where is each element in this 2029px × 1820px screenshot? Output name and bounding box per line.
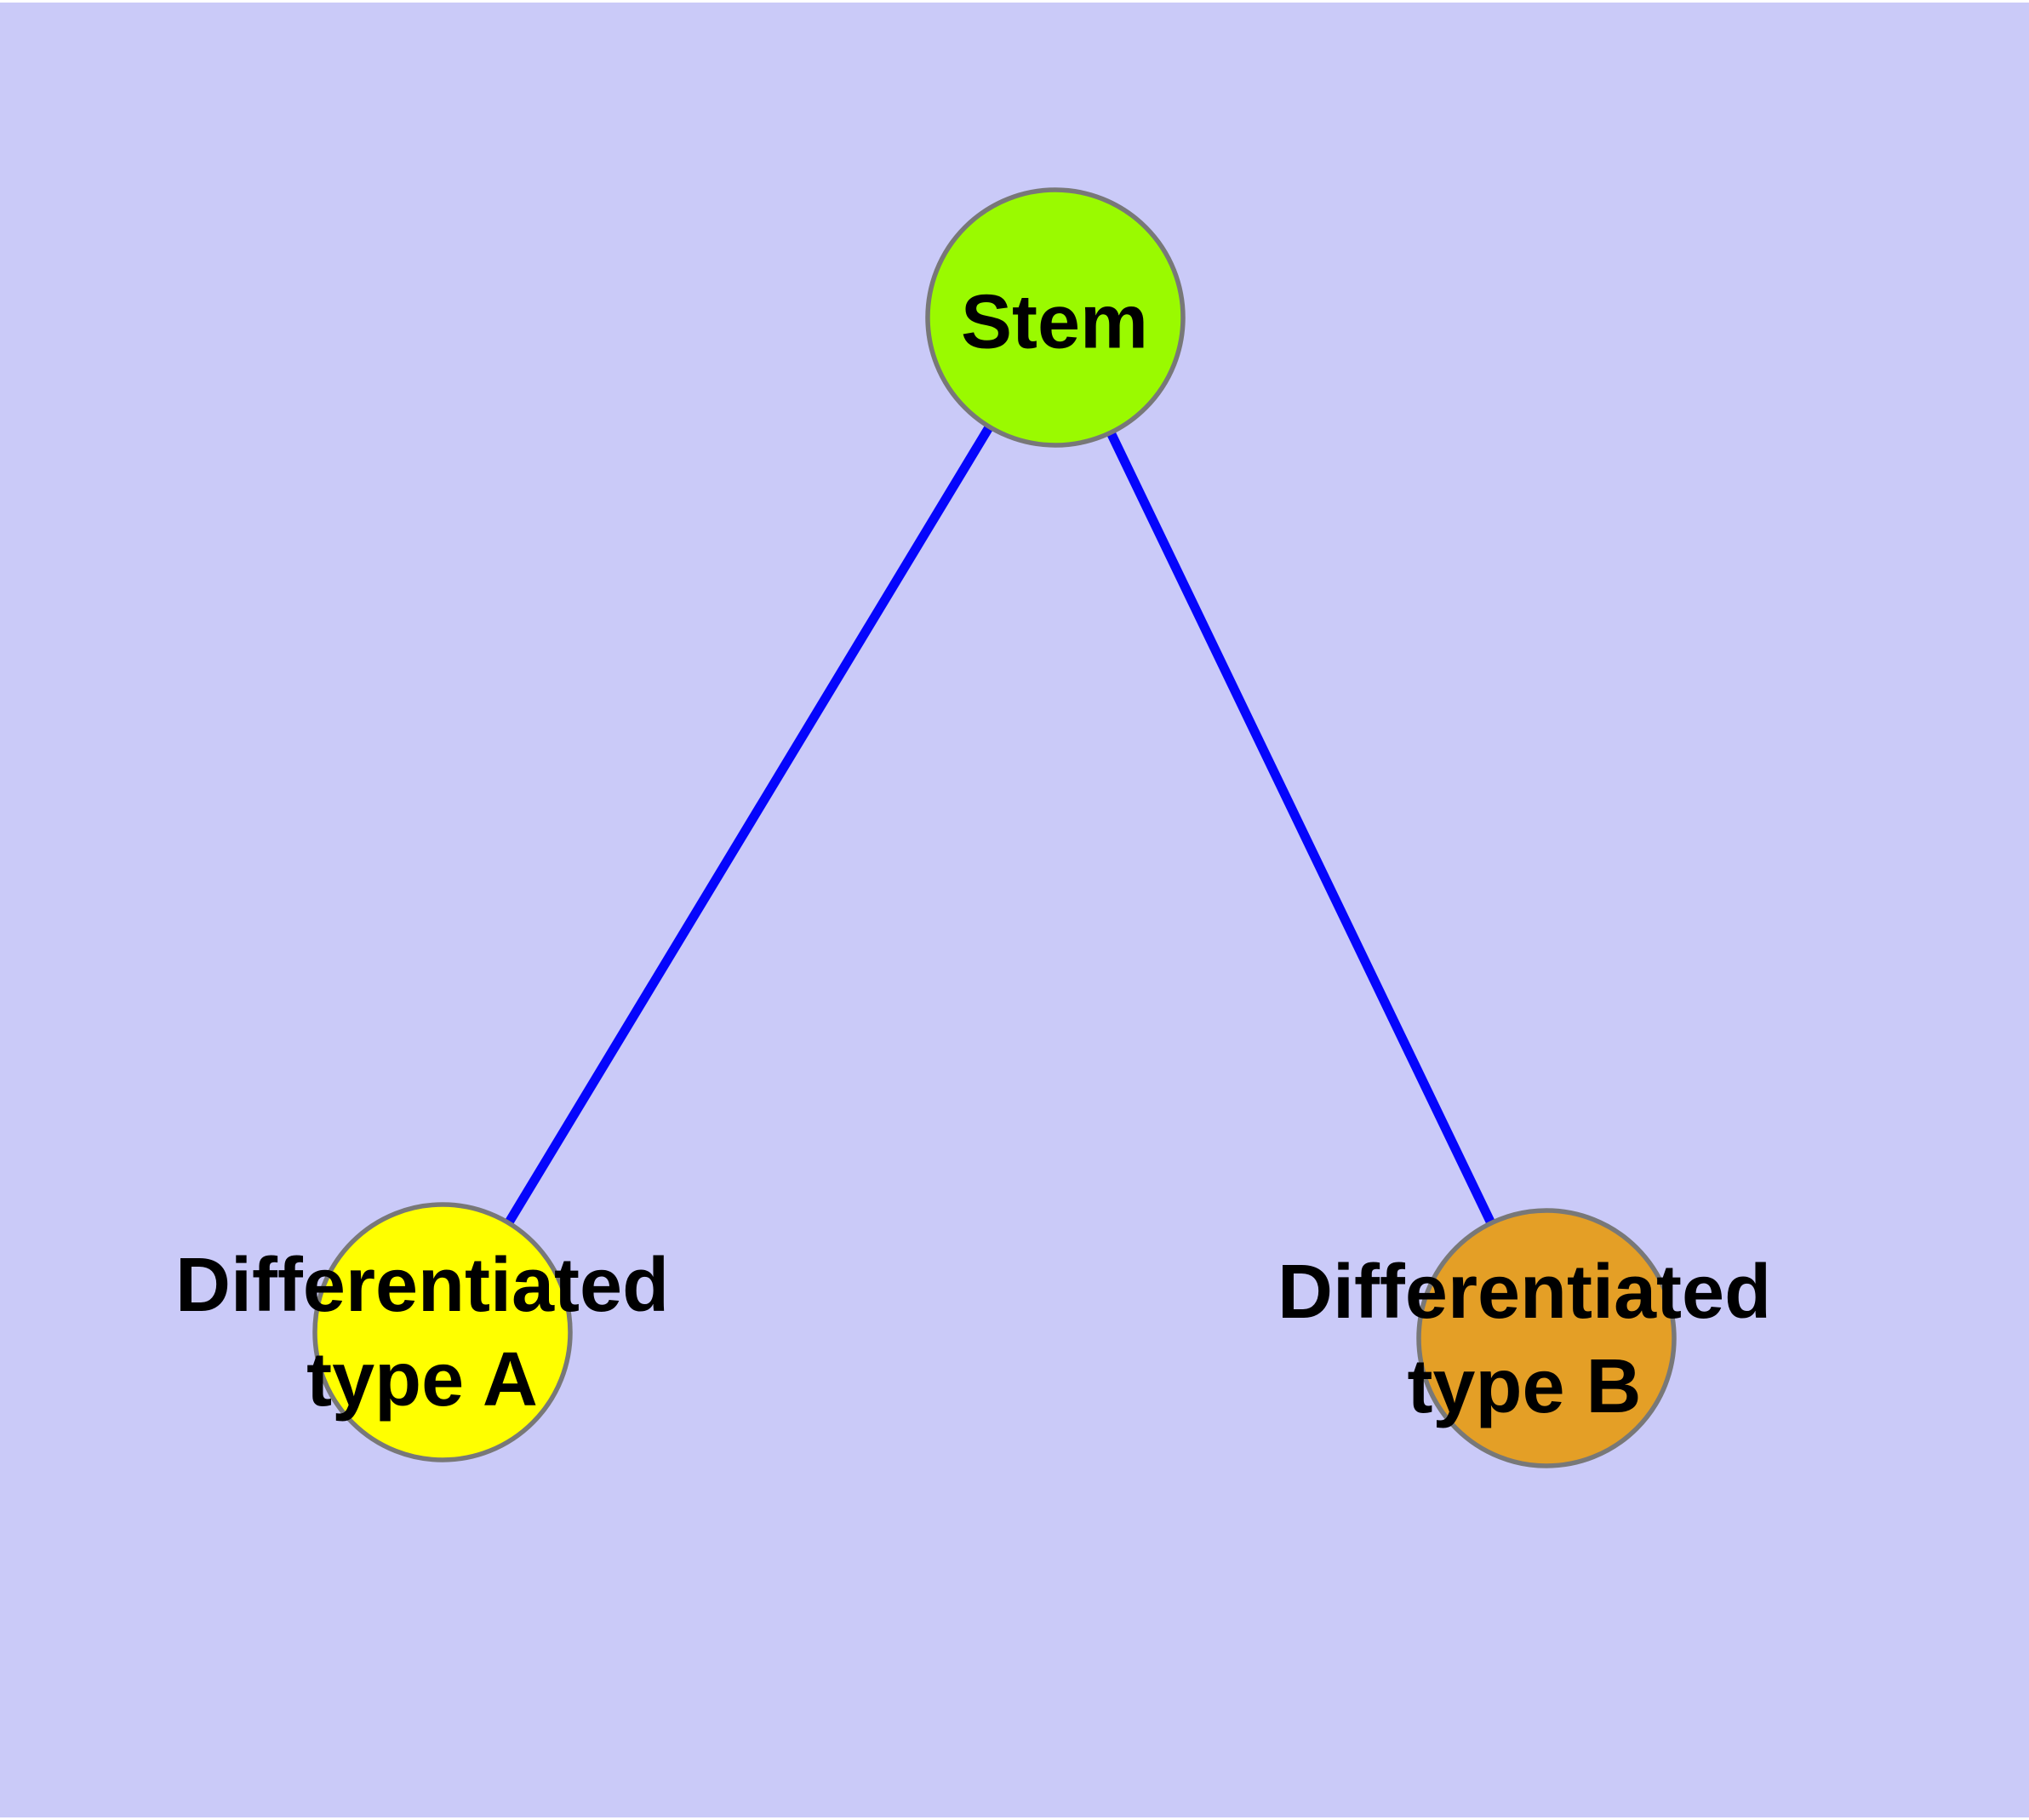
node-stem[interactable] (925, 187, 1186, 448)
edge-stem-to-type-a[interactable] (438, 315, 1060, 1335)
node-differentiated-type-a-label[interactable]: Differentiated type A (174, 1243, 670, 1422)
edge-stem-to-type-b[interactable] (1051, 315, 1551, 1341)
node-differentiated-type-b-label[interactable]: Differentiated type B (1277, 1250, 1772, 1429)
node-stem-label[interactable]: Stem (960, 279, 1149, 365)
node-differentiated-type-a[interactable] (312, 1202, 573, 1462)
node-differentiated-type-b[interactable] (1416, 1208, 1677, 1468)
